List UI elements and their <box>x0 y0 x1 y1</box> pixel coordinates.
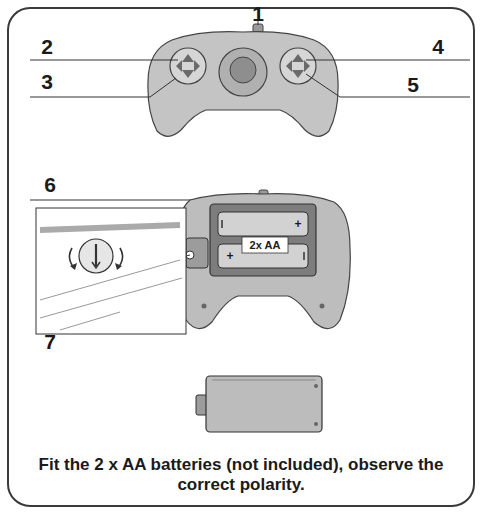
callout-number: 3 <box>41 71 53 92</box>
leader-lines <box>30 20 470 212</box>
callout-number: 1 <box>252 3 264 24</box>
caption: Fit the 2 x AA batteries (not included),… <box>36 455 446 496</box>
outer-frame <box>8 8 474 506</box>
screw-inset <box>36 208 190 334</box>
callout-number: 6 <box>44 174 56 195</box>
callout-number: 7 <box>44 331 56 352</box>
callout-number: 2 <box>41 36 53 57</box>
callout-number: 4 <box>432 36 444 57</box>
battery-label: 2x AA <box>250 240 281 251</box>
battery-cover <box>196 376 322 432</box>
callout-number: 5 <box>407 74 419 95</box>
controller-back <box>176 190 351 329</box>
polarity-mark: + <box>226 250 233 262</box>
polarity-mark: + <box>294 218 301 230</box>
controller-front <box>148 24 338 136</box>
